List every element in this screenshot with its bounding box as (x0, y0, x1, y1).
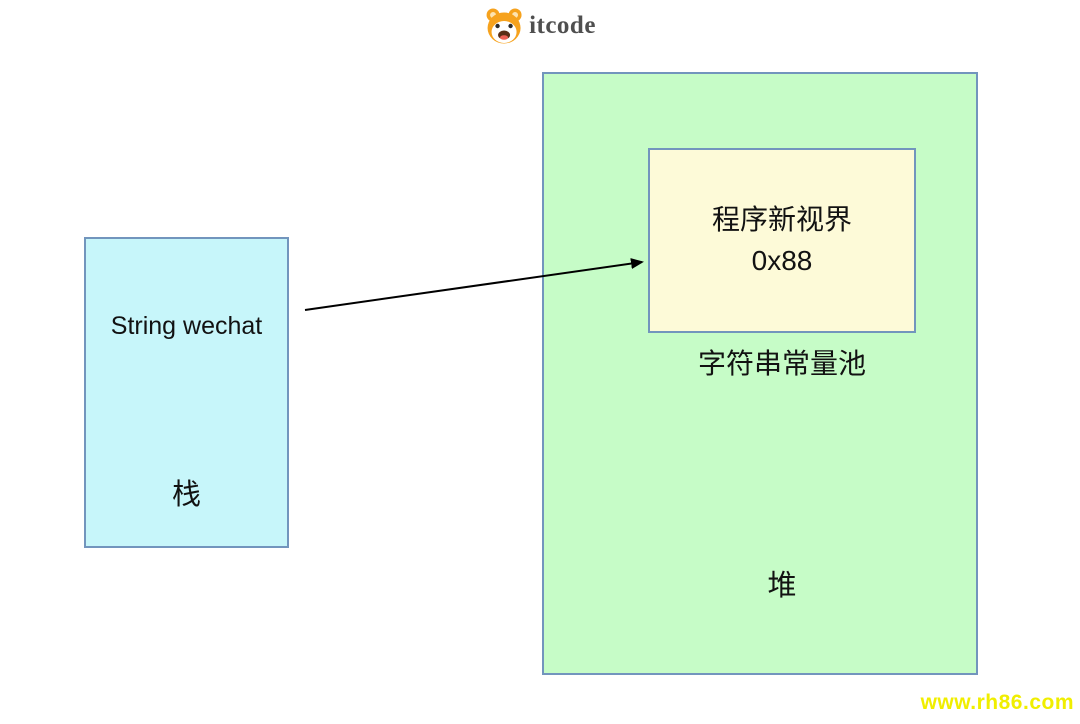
logo-text: itcode (529, 12, 596, 39)
stack-title: 栈 (171, 479, 201, 511)
stack-variable-label: String wechat (110, 312, 263, 340)
string-pool-box: 程序新视界 0x88 (648, 148, 916, 333)
string-pool-caption: 字符串常量池 (697, 348, 866, 379)
pool-entry-name: 程序新视界 (711, 204, 852, 236)
mascot-dog-icon (486, 8, 522, 44)
stack-box: String wechat 栈 (84, 237, 289, 548)
watermark: www.rh86.com (920, 691, 1074, 714)
logo: itcode (484, 7, 596, 45)
pool-entry-address: 0x88 (751, 244, 813, 276)
heap-box: 程序新视界 0x88 字符串常量池 堆 (542, 72, 978, 675)
heap-title: 堆 (767, 570, 797, 602)
